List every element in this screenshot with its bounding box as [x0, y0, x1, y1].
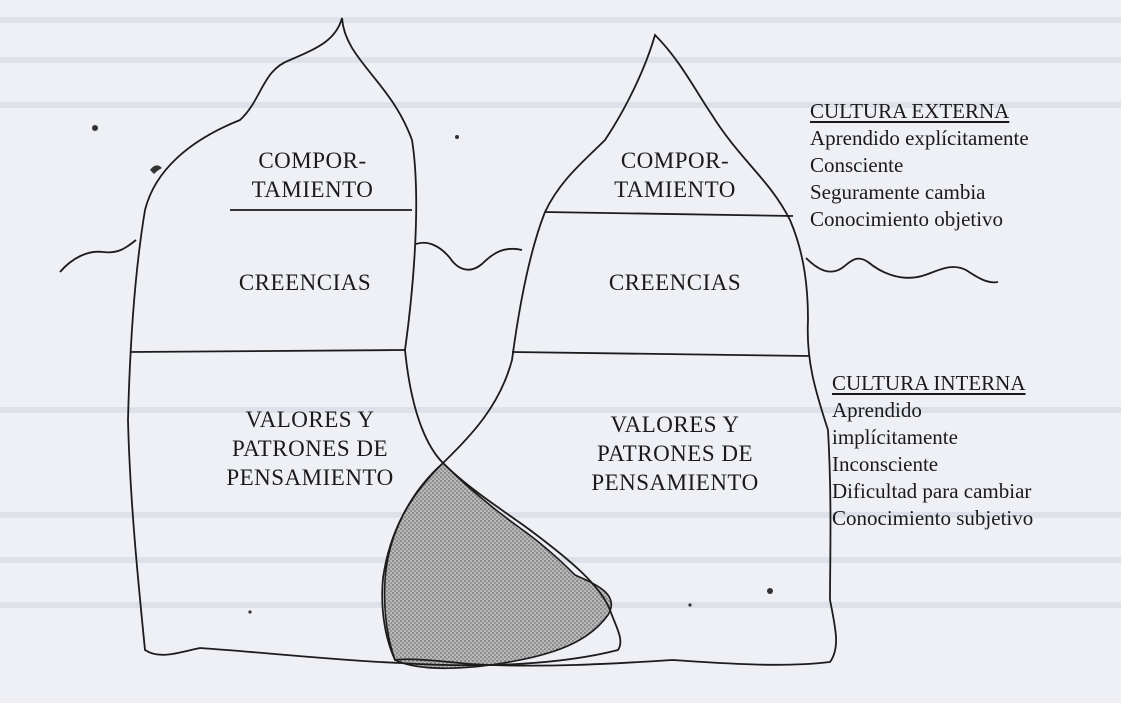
left-bottom-divider: [130, 350, 405, 352]
internal-culture-panel: CULTURA INTERNA Aprendido implícitamente…: [832, 370, 1033, 532]
right-values-label: VALORES Y PATRONES DE PENSAMIENTO: [555, 410, 795, 497]
external-culture-heading: CULTURA EXTERNA: [810, 98, 1029, 125]
right-beliefs-label: CREENCIAS: [580, 268, 770, 297]
left-beliefs-label: CREENCIAS: [210, 268, 400, 297]
external-item: Consciente: [810, 152, 1029, 179]
right-top-divider: [545, 212, 793, 216]
external-item: Conocimiento objetivo: [810, 206, 1029, 233]
right-bottom-divider: [512, 352, 810, 356]
internal-item: implícitamente: [832, 424, 1033, 451]
external-item: Seguramente cambia: [810, 179, 1029, 206]
external-item: Aprendido explícitamente: [810, 125, 1029, 152]
waterline-left: [60, 240, 136, 272]
internal-item: Dificultad para cambiar: [832, 478, 1033, 505]
waterline-right: [806, 258, 998, 282]
internal-item: Conocimiento subjetivo: [832, 505, 1033, 532]
left-behavior-label: COMPOR- TAMIENTO: [235, 146, 390, 204]
internal-culture-heading: CULTURA INTERNA: [832, 370, 1033, 397]
waterline-center: [416, 243, 522, 270]
left-values-label: VALORES Y PATRONES DE PENSAMIENTO: [195, 405, 425, 492]
right-behavior-label: COMPOR- TAMIENTO: [595, 146, 755, 204]
external-culture-panel: CULTURA EXTERNA Aprendido explícitamente…: [810, 98, 1029, 233]
internal-item: Inconsciente: [832, 451, 1033, 478]
internal-item: Aprendido: [832, 397, 1033, 424]
